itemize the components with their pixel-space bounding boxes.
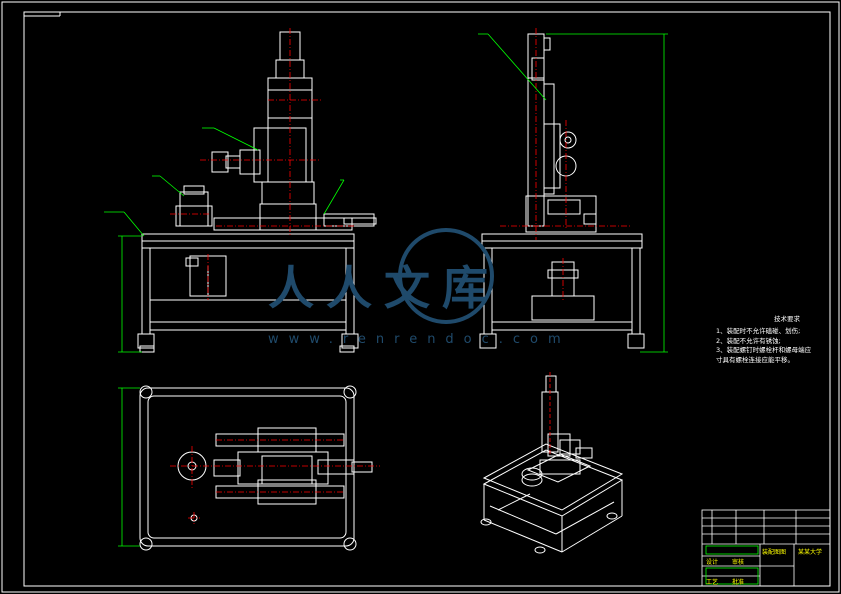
side-view-centerlines: [500, 28, 630, 300]
requirement-item: 2、装配不允许有锈蚀;: [716, 336, 781, 345]
title-block-company: 某某大学: [798, 549, 823, 556]
front-view-centerlines: [170, 28, 354, 300]
title-block: [701, 509, 831, 587]
side-view: [479, 33, 645, 349]
top-view: [139, 385, 373, 551]
technical-requirements-heading: 技术要求: [774, 315, 800, 323]
side-view-dimensions: [478, 33, 668, 353]
isometric-view: [480, 375, 624, 554]
requirement-item: 1、装配时不允许磕碰、划伤;: [716, 327, 801, 335]
top-view-dimensions: [118, 387, 140, 547]
title-block-highlights: [705, 545, 759, 585]
watermark-logo: [398, 228, 494, 324]
watermark-text: 人人文库: [268, 261, 500, 315]
front-view: [137, 31, 377, 353]
title-block-field: 批准: [732, 579, 745, 586]
watermark-url: www.renrendoc.com: [268, 332, 571, 347]
title-block-drawing-title: 装配图图: [762, 549, 787, 556]
technical-requirements: 技术要求 1、装配时不允许磕碰、划伤; 2、装配不允许有锈蚀; 3、装配螺钉时螺…: [716, 313, 836, 365]
requirement-item: 寸具有螺栓连接应能平移。: [716, 355, 794, 364]
front-view-dimensions: [104, 127, 345, 353]
title-block-field: 设计: [706, 559, 719, 566]
top-view-centerlines: [170, 439, 380, 524]
title-block-field: 工艺: [706, 579, 719, 586]
requirement-item: 3、装配螺钉时螺栓杆和螺母端应: [716, 346, 812, 354]
title-block-field: 审核: [732, 559, 745, 566]
